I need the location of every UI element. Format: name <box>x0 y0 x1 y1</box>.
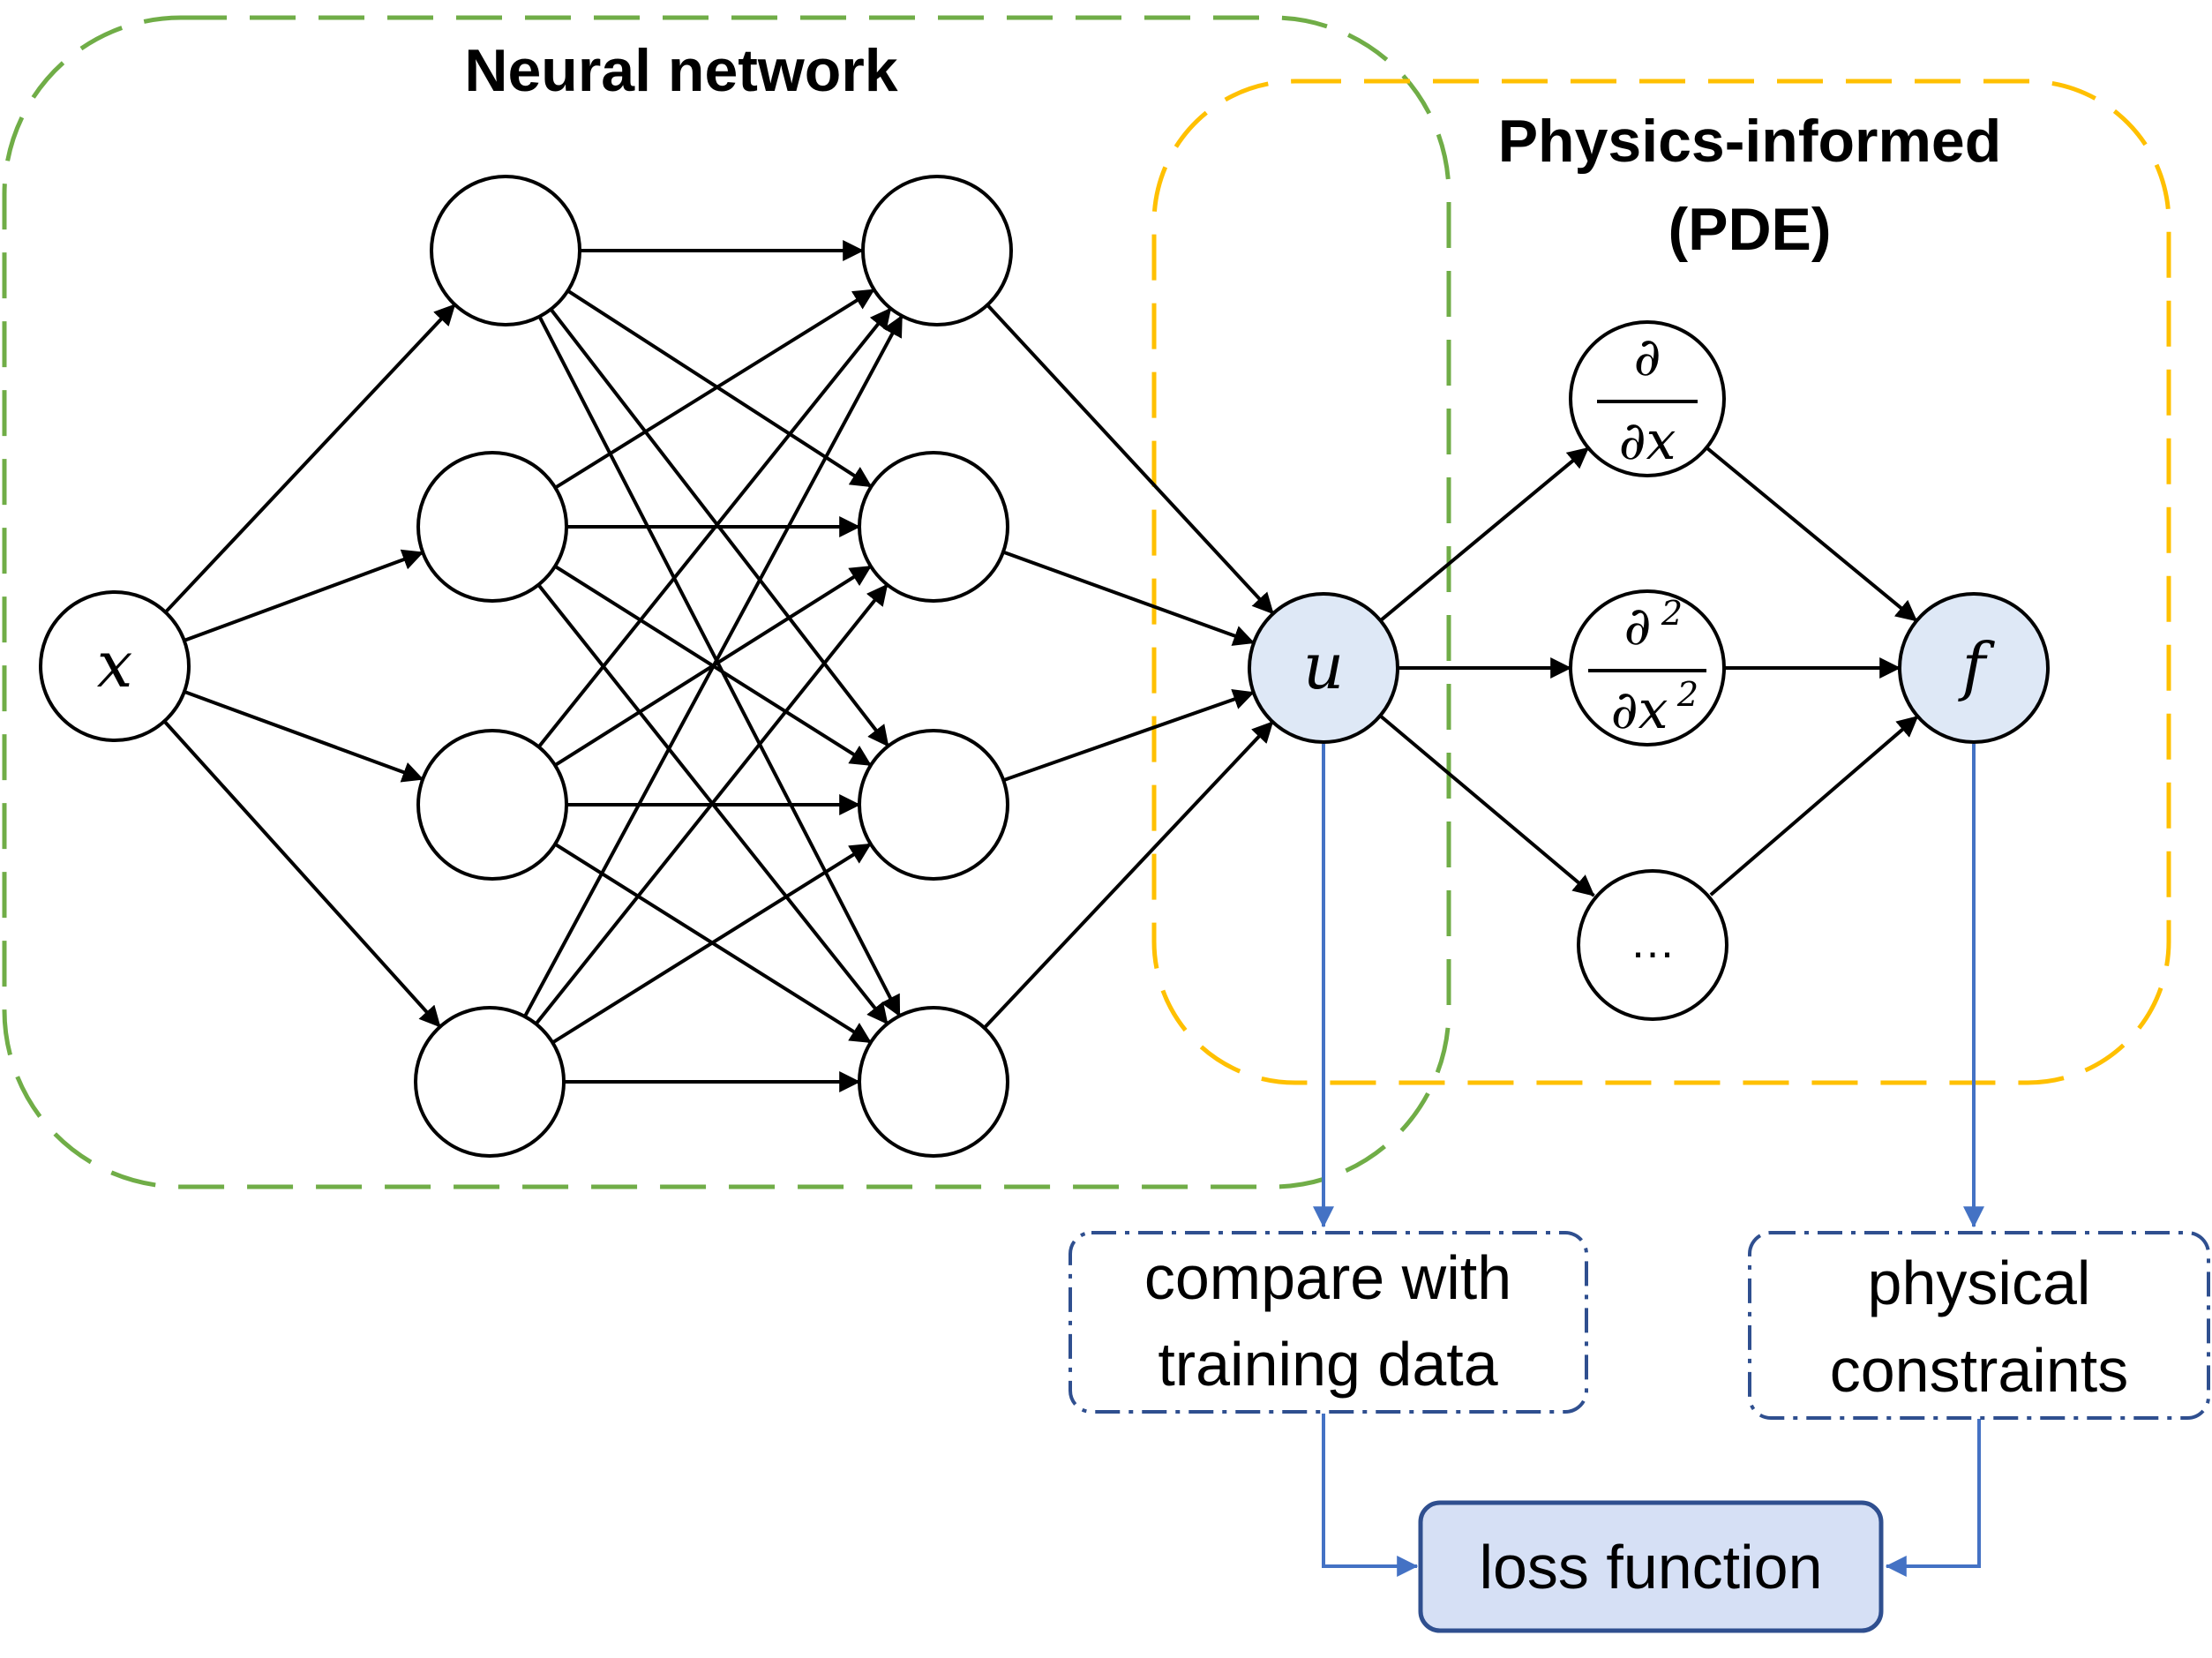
d2-dx2-denominator-exponent: 2 <box>1676 675 1698 714</box>
hidden1-node-1 <box>430 175 581 326</box>
network-edge-30 <box>1709 715 1919 897</box>
residual-node-f <box>1898 592 2050 744</box>
derivative-node-first <box>1569 320 1726 477</box>
network-edge-1 <box>164 303 456 614</box>
compare-to-loss-arrow <box>1322 1414 1419 1577</box>
network-edge-6 <box>566 289 873 489</box>
d2-dx2-denominator: ∂x <box>1611 679 1668 741</box>
derivative-node-second <box>1569 589 1726 746</box>
derivative-node-ellipsis <box>1577 869 1728 1021</box>
d2-dx2-numerator: ∂ <box>1623 596 1651 657</box>
network-edge-18 <box>534 583 889 1025</box>
d-dx-numerator: ∂ <box>1633 326 1661 388</box>
constraints-box-line1: physical <box>1868 1249 2091 1317</box>
network-edge-13 <box>537 307 892 748</box>
hidden-layer-2 <box>858 175 1013 1158</box>
hidden2-node-1 <box>861 175 1013 326</box>
d-dx-denominator: ∂x <box>1619 410 1676 472</box>
network-edge-24 <box>983 720 1274 1030</box>
constraints-to-loss-arrow <box>1885 1419 1981 1577</box>
neural-network-title: Neural network <box>464 37 897 104</box>
network-edge-2 <box>184 549 424 642</box>
network-edge-28 <box>1705 446 1918 623</box>
network-edge-21 <box>986 304 1275 615</box>
compare-box-line2: training data <box>1158 1330 1497 1399</box>
network-edge-17 <box>523 314 904 1017</box>
network-edge-19 <box>551 842 872 1045</box>
compare-box-line1: compare with <box>1144 1243 1511 1312</box>
network-edge-9 <box>554 288 875 490</box>
output-node-label: u <box>1303 629 1344 703</box>
network-edge-4 <box>162 720 442 1028</box>
network-edge-25 <box>1379 446 1590 622</box>
input-layer: x <box>39 590 191 742</box>
hidden2-node-3 <box>858 729 1009 881</box>
constraints-box-line2: constraints <box>1830 1336 2128 1405</box>
loss-flow-arrows <box>1313 744 1984 1577</box>
hidden1-node-3 <box>416 729 568 881</box>
ellipsis-label: … <box>1630 917 1676 968</box>
network-edges <box>162 240 1919 1092</box>
output-node-u <box>1248 592 1399 744</box>
network-edge-8 <box>537 315 902 1017</box>
physics-group-border <box>1151 79 2171 1085</box>
hidden2-node-2 <box>858 451 1009 603</box>
hidden1-node-2 <box>416 451 568 603</box>
network-edge-23 <box>1002 689 1255 783</box>
compare-training-data-box <box>1069 1231 1588 1414</box>
hidden1-node-4 <box>414 1006 566 1158</box>
physics-title-line2: (PDE) <box>1668 196 1831 263</box>
loss-function-box <box>1418 1500 1884 1633</box>
hidden2-node-4 <box>858 1006 1009 1158</box>
hidden-layer-1 <box>414 175 581 1158</box>
network-edge-22 <box>1002 550 1256 646</box>
input-node <box>39 590 191 742</box>
input-node-label: x <box>97 627 133 701</box>
physical-constraints-box <box>1748 1231 2210 1420</box>
loss-function-label: loss function <box>1479 1533 1822 1602</box>
physics-title-line1: Physics-informed <box>1498 108 2002 175</box>
neural-network-group-border <box>2 15 1451 1189</box>
network-edge-27 <box>1378 714 1595 897</box>
d2-dx2-numerator-exponent: 2 <box>1661 594 1683 633</box>
network-edge-3 <box>184 690 424 783</box>
